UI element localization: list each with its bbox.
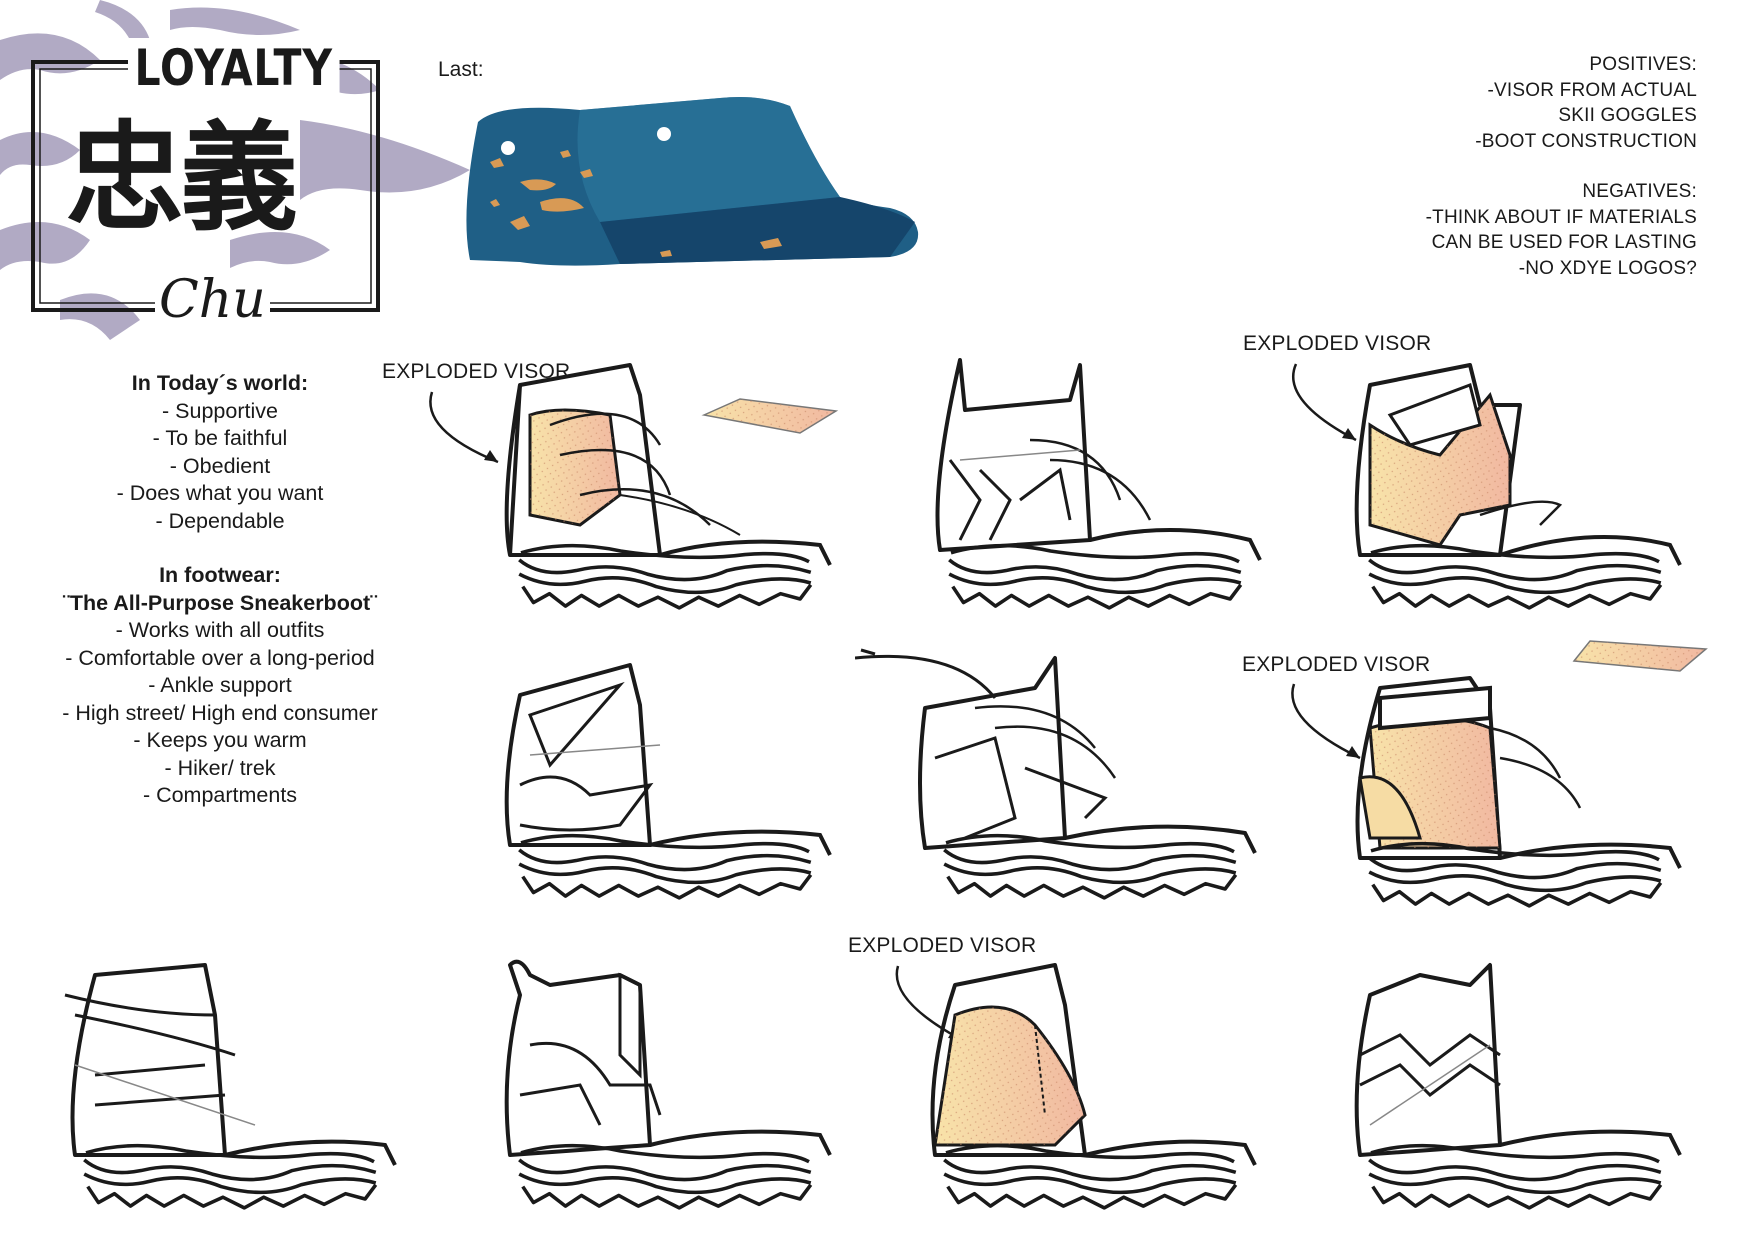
design-notes: POSITIVES: -VISOR FROM ACTUAL SKII GOGGL… xyxy=(1426,52,1697,281)
footwear-item: - Ankle support xyxy=(148,673,292,697)
brand-characters: 忠義 xyxy=(66,109,298,247)
brand-title: LOYALTY xyxy=(128,38,340,98)
boot-sketch-10 xyxy=(1354,963,1682,1215)
today-item: - Supportive xyxy=(162,398,278,423)
exploded-visor-callout: EXPLODED VISOR xyxy=(1242,653,1431,676)
footwear-item: - High street/ High end consumer xyxy=(62,700,378,725)
positive-item: -VISOR FROM ACTUAL xyxy=(1487,79,1697,101)
boot-sketch-5 xyxy=(855,648,1257,905)
today-item: - Dependable xyxy=(155,508,285,533)
boot-sketch-8 xyxy=(504,959,832,1215)
footwear-item: - Compartments xyxy=(142,783,298,807)
negative-item: -NO XDYE LOGOS? xyxy=(1518,257,1697,279)
boot-sketch-1 xyxy=(504,363,832,615)
negative-item: CAN BE USED FOR LASTING xyxy=(1431,232,1697,253)
footwear-item: - Works with all outfits xyxy=(115,618,325,642)
footwear-item: - Comfortable over a long-period xyxy=(65,645,375,670)
boot-sketch-3 xyxy=(1354,363,1682,615)
exploded-visor-callout: EXPLODED VISOR xyxy=(1243,332,1432,355)
footwear-item: - Hiker/ trek xyxy=(164,755,276,780)
positive-item: -BOOT CONSTRUCTION xyxy=(1475,130,1697,152)
positive-item: SKII GOGGLES xyxy=(1558,105,1697,126)
negative-item: -THINK ABOUT IF MATERIALS xyxy=(1425,206,1697,228)
today-item: - Does what you want xyxy=(116,481,324,505)
footwear-heading: In footwear: xyxy=(159,563,281,587)
footwear-subheading: ¨The All-Purpose Sneakerboot¨ xyxy=(62,590,378,615)
boot-sketch-4 xyxy=(504,663,832,905)
boot-sketch-2 xyxy=(935,358,1262,615)
negatives-heading: NEGATIVES: xyxy=(1582,181,1697,202)
visor-piece-sketch xyxy=(701,398,839,434)
shoe-last-image xyxy=(466,97,919,266)
boot-sketch-6 xyxy=(1355,676,1682,913)
boot-sketch-7 xyxy=(64,963,397,1215)
today-heading: In Today´s world: xyxy=(131,371,309,395)
exploded-visor-callout: EXPLODED VISOR xyxy=(382,360,571,383)
today-item: - Obedient xyxy=(169,453,271,478)
today-item: - To be faithful xyxy=(152,426,288,450)
concept-text: In Today´s world: - Supportive - To be f… xyxy=(30,370,410,810)
positives-heading: POSITIVES: xyxy=(1589,54,1697,75)
visor-piece-sketch xyxy=(1572,640,1708,672)
footwear-item: - Keeps you warm xyxy=(133,728,307,752)
boot-sketch-9 xyxy=(930,963,1257,1215)
brand-subtitle: Chu xyxy=(155,272,270,328)
last-label: Last: xyxy=(438,58,484,81)
exploded-visor-callout: EXPLODED VISOR xyxy=(848,934,1037,957)
